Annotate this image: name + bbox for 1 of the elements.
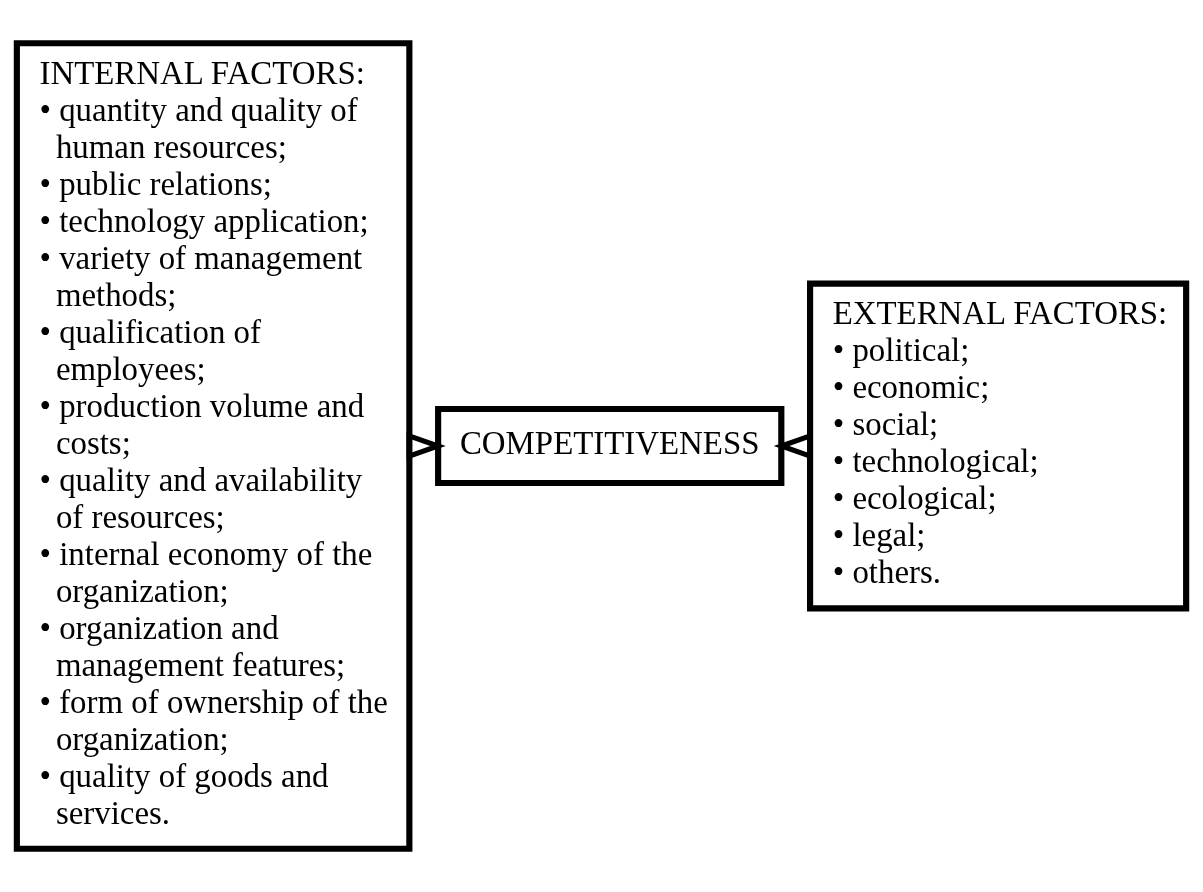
node-box: COMPETITIVENESS — [435, 405, 785, 487]
